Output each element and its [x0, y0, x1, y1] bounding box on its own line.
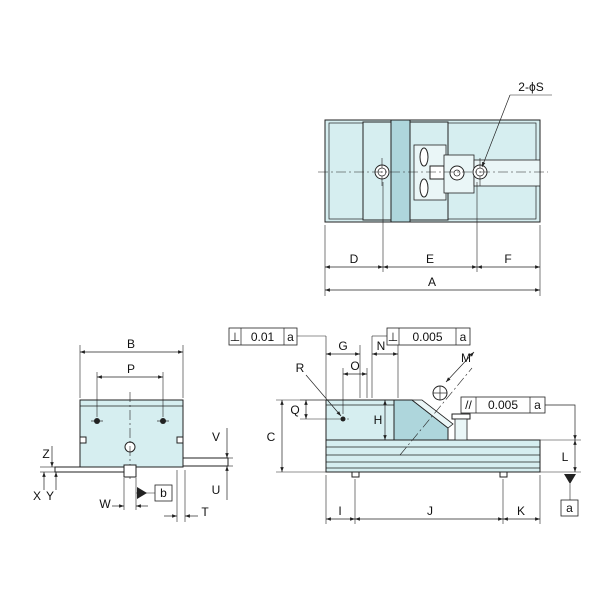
foot-left	[351, 471, 360, 478]
side-base	[325, 439, 541, 473]
clamp-slot-upper	[419, 147, 429, 167]
screw-inner	[453, 169, 461, 177]
datum-b-box	[154, 484, 173, 502]
foot-right	[499, 471, 508, 478]
jaw-plate	[390, 119, 411, 223]
movable-jaw-wedge	[393, 399, 449, 441]
side-notch-left	[79, 436, 87, 444]
dim-label-c: C	[267, 430, 276, 444]
dim-label-b: B	[127, 337, 135, 351]
dim-label-t: T	[201, 505, 209, 519]
perp-frame-1-value: 0.01	[251, 330, 275, 344]
dim-label-k: K	[517, 504, 525, 518]
dim-label-q: Q	[290, 403, 299, 417]
dim-label-i: I	[338, 504, 341, 518]
extension-bar-right	[182, 457, 229, 467]
perp-frame-2-symbol: ⊥	[388, 330, 398, 344]
perp-frame-1-datum: a	[287, 330, 294, 344]
dim-label-n: N	[377, 339, 386, 353]
perp-frame-2-datum: a	[460, 330, 467, 344]
dim-label-y: Y	[46, 489, 54, 503]
front-view-body	[79, 399, 184, 468]
holes-label: 2-ϕS	[518, 80, 543, 94]
screw-circle	[449, 165, 465, 181]
perp-frame-1-box	[228, 327, 298, 346]
dim-label-o: O	[350, 359, 359, 373]
m-axis-line	[399, 367, 473, 456]
dim-line-m	[445, 351, 475, 383]
movable-jaw-face	[410, 399, 454, 429]
perp-frame-2-value: 0.005	[412, 330, 442, 344]
dim-label-w: W	[99, 497, 111, 511]
dim-label-g: G	[338, 339, 347, 353]
dim-label-h: H	[374, 413, 383, 427]
perp-frame-1-symbol: ⊥	[230, 330, 240, 344]
datum-b-label: b	[160, 486, 167, 500]
perp-frame-2-box	[386, 327, 471, 346]
clamp-screw-cap	[451, 413, 471, 420]
holes-leader	[481, 94, 511, 168]
dim-label-v: V	[212, 430, 220, 444]
front-view: B P Z X Y W b T V U	[33, 337, 233, 522]
dim-label-m: M	[461, 351, 471, 365]
datum-b-triangle	[137, 487, 147, 499]
datum-a-label: a	[566, 501, 573, 515]
dim-label-f: F	[504, 252, 511, 266]
dim-label-x: X	[33, 489, 41, 503]
dim-label-r: R	[296, 361, 305, 375]
dim-label-l: L	[562, 450, 569, 464]
clamp-block	[429, 165, 445, 180]
parallel-frame-value: 0.005	[488, 398, 518, 412]
dim-label-p: P	[127, 362, 135, 376]
side-notch-right	[176, 436, 184, 444]
side-view: M ⊥ 0.01 a ⊥ 0.005 a G N O R	[228, 327, 581, 524]
dim-label-a: A	[428, 275, 436, 289]
clamp-slot-lower	[419, 178, 429, 198]
fixed-jaw-body	[325, 399, 395, 441]
parallel-frame-symbol: //	[465, 398, 472, 412]
top-view: 2-ϕS D E F A	[318, 80, 552, 296]
datum-a-box	[560, 499, 579, 517]
dim-label-z: Z	[42, 447, 49, 461]
dim-label-u: U	[212, 483, 221, 497]
dim-label-e: E	[426, 252, 434, 266]
datum-a-triangle	[564, 474, 576, 484]
parallel-frame-datum: a	[534, 398, 541, 412]
clamp-screw	[454, 418, 468, 441]
parallel-frame-leader	[545, 404, 577, 440]
dim-label-j: J	[427, 504, 433, 518]
key-block	[123, 464, 137, 478]
base-plate-left	[54, 466, 125, 473]
dim-label-d: D	[350, 252, 359, 266]
r-leader	[305, 374, 342, 417]
